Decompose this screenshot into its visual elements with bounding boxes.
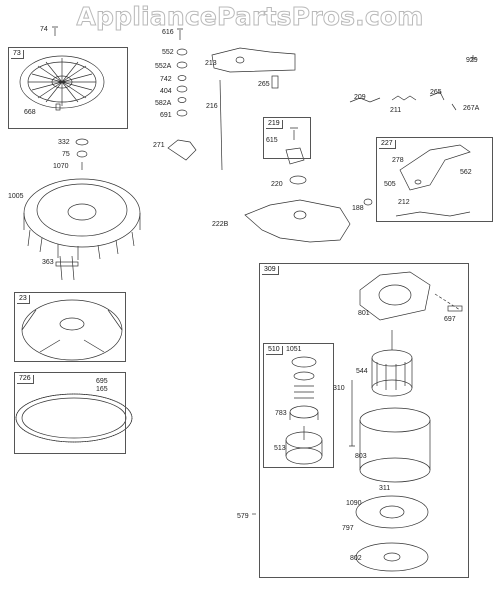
- group-label: 227: [379, 140, 396, 149]
- ring-gear: [15, 393, 133, 443]
- callout-265-a: 265: [258, 81, 270, 88]
- callout-505: 505: [384, 181, 396, 188]
- callout-1090: 1090: [346, 500, 362, 507]
- group-box-73: 73: [8, 47, 128, 129]
- callout-552A: 552A: [155, 63, 172, 70]
- watermark: AppliancePartsPros.com: [76, 2, 424, 32]
- blower-housing-cover: [19, 55, 105, 111]
- callout-1051: 1051: [286, 346, 302, 353]
- callout-1070: 1070: [53, 163, 69, 170]
- screw-74: [52, 26, 58, 36]
- studs-363: [55, 255, 79, 281]
- callout-668: 668: [24, 109, 36, 116]
- control-bracket: [211, 47, 296, 89]
- callout-188: 188: [352, 205, 364, 212]
- callout-513: 513: [274, 445, 286, 452]
- callout-562: 562: [460, 169, 472, 176]
- callout-311: 311: [379, 485, 391, 492]
- callout-265-b: 265: [430, 89, 442, 96]
- callout-74: 74: [40, 26, 48, 33]
- lever-271: [167, 139, 197, 161]
- callout-75: 75: [62, 151, 70, 158]
- callout-363: 363: [42, 259, 54, 266]
- group-label: 309: [262, 266, 279, 275]
- callout-212: 212: [398, 199, 410, 206]
- flywheel-nut-washer: [75, 138, 89, 170]
- callout-803: 803: [355, 453, 367, 460]
- hardware-stack: [176, 28, 188, 117]
- callout-211: 211: [390, 107, 402, 114]
- callout-544: 544: [356, 368, 368, 375]
- flywheel-backplate: [21, 299, 123, 361]
- starter-drive: [285, 356, 323, 465]
- callout-929: 929: [466, 57, 478, 64]
- callout-278: 278: [392, 157, 404, 164]
- callout-216: 216: [206, 103, 218, 110]
- callout-801: 801: [358, 310, 370, 317]
- governor-assembly: [285, 127, 305, 165]
- callout-213: 213: [205, 60, 217, 67]
- callout-742: 742: [160, 76, 172, 83]
- callout-271: 271: [153, 142, 165, 149]
- callout-697: 697: [444, 316, 456, 323]
- group-box-227: 227: [376, 137, 493, 222]
- parts-265-267A: [429, 91, 457, 111]
- part-220: [289, 175, 307, 185]
- callout-797: 797: [342, 525, 354, 532]
- group-label: 726: [17, 375, 34, 384]
- group-label: 219: [266, 120, 283, 129]
- callout-783: 783: [275, 410, 287, 417]
- callout-802: 802: [350, 555, 362, 562]
- starter-motor: [349, 271, 463, 572]
- callout-222B: 222B: [212, 221, 229, 228]
- group-label: 73: [11, 50, 24, 59]
- group-box-726: 726: [14, 372, 126, 454]
- throttle-lever: [395, 144, 471, 217]
- callout-616: 616: [162, 29, 174, 36]
- flywheel-fan: [23, 178, 141, 260]
- callout-579: 579: [237, 513, 249, 520]
- callout-691: 691: [160, 112, 172, 119]
- springs: [349, 95, 417, 103]
- callout-404: 404: [160, 88, 172, 95]
- callout-582A: 582A: [155, 100, 172, 107]
- part-188: [363, 198, 373, 206]
- callout-220: 220: [271, 181, 283, 188]
- group-box-309: 309: [259, 263, 469, 578]
- callout-310: 310: [333, 385, 345, 392]
- callout-332: 332: [58, 139, 70, 146]
- group-label: 510: [266, 346, 283, 355]
- callout-695: 695: [96, 378, 108, 385]
- group-box-23: 23: [14, 292, 126, 362]
- group-box-510: 510: [263, 343, 334, 468]
- callout-209: 209: [354, 94, 366, 101]
- callout-552: 552: [162, 49, 174, 56]
- group-box-219: 219: [263, 117, 311, 159]
- group-label: 23: [17, 295, 30, 304]
- part-929: [470, 55, 476, 62]
- callout-1005: 1005: [8, 193, 24, 200]
- callout-165: 165: [96, 386, 108, 393]
- governor-bracket: [244, 199, 351, 243]
- link-rod-216: [219, 79, 223, 171]
- callout-267A: 267A: [463, 105, 480, 112]
- callout-615: 615: [266, 137, 278, 144]
